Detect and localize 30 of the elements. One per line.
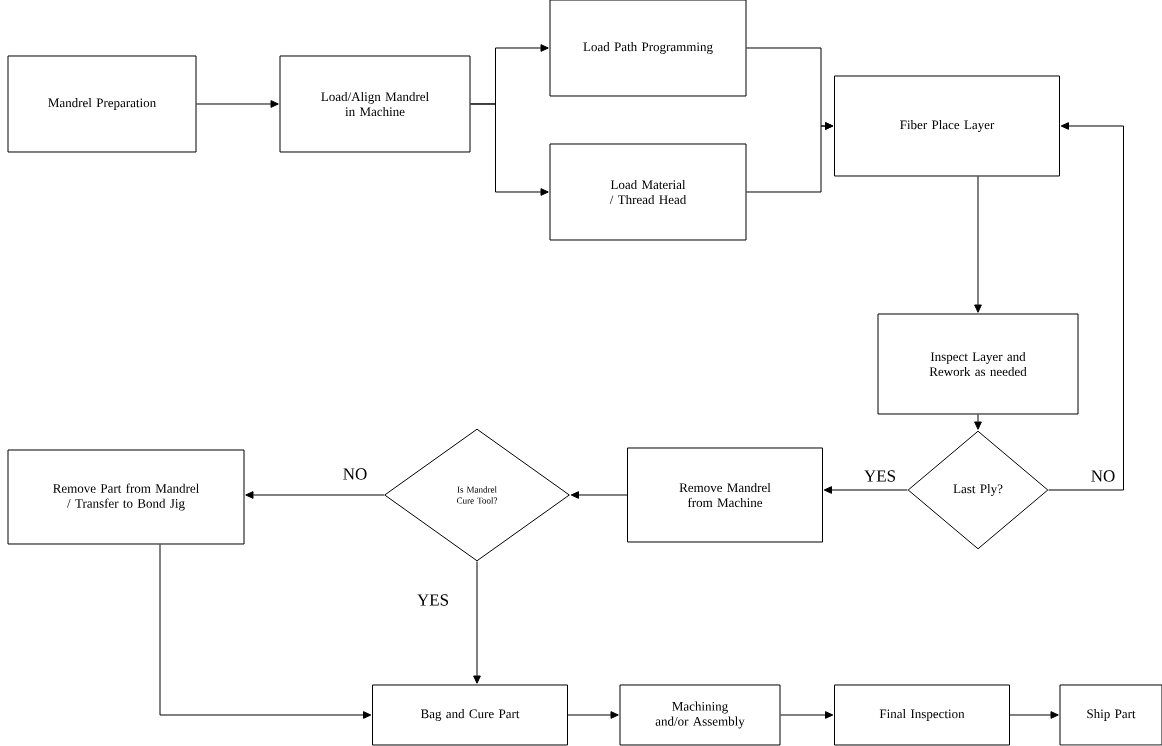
arrow (823, 486, 908, 494)
edge-label: YES (415, 593, 451, 607)
edge-label: YES (862, 469, 898, 483)
process-box: Load/Align Mandrel in Machine (279, 55, 471, 153)
process-box: Bag and Cure Part (372, 684, 568, 746)
process-box: Inspect Layer and Rework as needed (877, 313, 1079, 415)
process-box: Machining and/or Assembly (619, 684, 781, 746)
arrow (473, 561, 481, 684)
edge-label: NO (341, 467, 369, 481)
arrow (746, 122, 834, 193)
arrow (470, 103, 549, 196)
arrow (196, 100, 279, 108)
arrow (974, 176, 982, 313)
arrow (570, 491, 628, 499)
process-box: Ship Part (1059, 684, 1162, 746)
process-box: Mandrel Preparation (7, 55, 197, 153)
process-box: Fiber Place Layer (834, 75, 1060, 177)
process-box: Final Inspection (834, 684, 1010, 746)
process-box: Load Path Programming (549, 0, 747, 97)
arrow (780, 711, 834, 719)
arrow (1048, 122, 1124, 491)
process-box: Remove Mandrel from Machine (627, 447, 823, 543)
arrow (567, 711, 619, 719)
arrow (245, 491, 385, 499)
arrow (159, 544, 372, 719)
arrow (974, 414, 982, 430)
edge-label: NO (1089, 469, 1117, 483)
process-box: Remove Part from Mandrel / Transfer to Bond Jig (7, 449, 245, 545)
process-box: Load Material / Thread Head (549, 143, 747, 241)
arrow (1009, 711, 1059, 719)
